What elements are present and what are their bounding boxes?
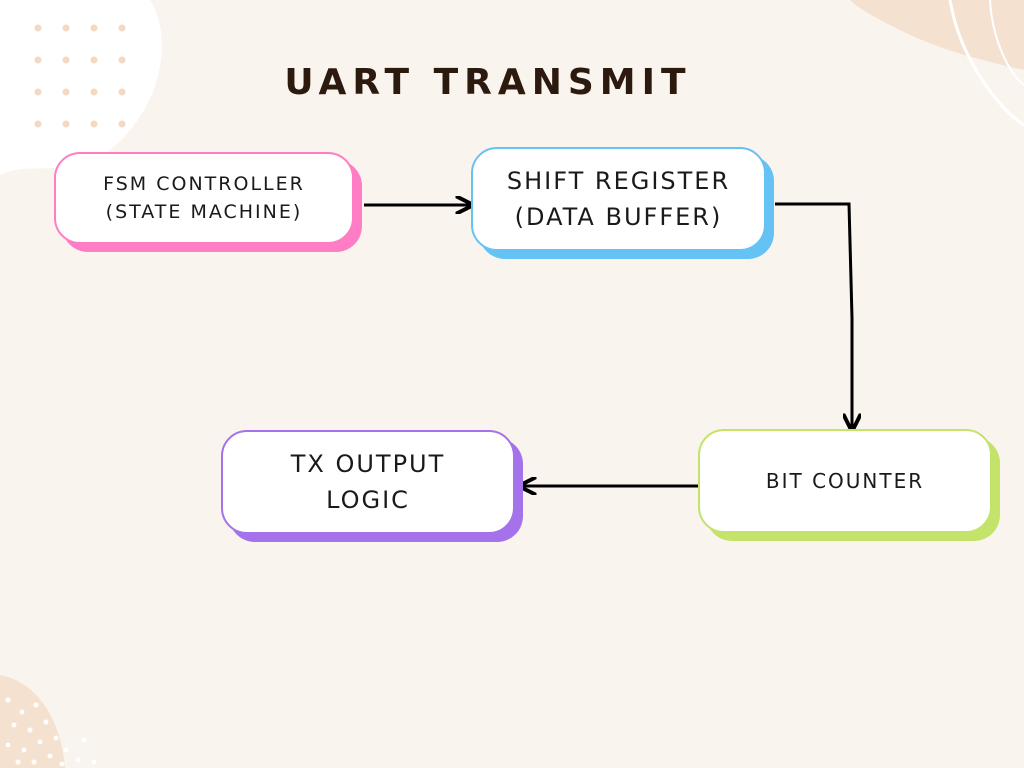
node-box: FSM CONTROLLER (STATE MACHINE) [54, 152, 354, 244]
node-bit-counter: BIT COUNTER [698, 429, 1000, 541]
top-right-arc [948, 0, 1024, 127]
node-tx-output-logic: TX OUTPUT LOGIC [221, 430, 523, 542]
node-box: SHIFT REGISTER (DATA BUFFER) [471, 147, 766, 251]
dot-grid-top-left [34, 24, 126, 128]
node-label: TX OUTPUT LOGIC [290, 450, 446, 514]
top-right-arc-2 [989, 0, 1024, 86]
node-box: TX OUTPUT LOGIC [221, 430, 515, 534]
node-fsm-controller: FSM CONTROLLER (STATE MACHINE) [54, 152, 362, 252]
node-label: FSM CONTROLLER (STATE MACHINE) [103, 173, 305, 223]
top-right-blob [850, 0, 1024, 70]
node-label: BIT COUNTER [765, 469, 925, 493]
top-left-blob [0, 0, 162, 175]
node-shift-register: SHIFT REGISTER (DATA BUFFER) [471, 147, 774, 259]
bottom-left-blob [0, 675, 65, 768]
diagram-title: UART TRANSMIT [284, 62, 692, 103]
node-label: SHIFT REGISTER (DATA BUFFER) [506, 167, 731, 231]
node-box: BIT COUNTER [698, 429, 992, 533]
edge-shift-to-counter [775, 202, 852, 428]
dot-grid-bottom-left [5, 697, 97, 767]
